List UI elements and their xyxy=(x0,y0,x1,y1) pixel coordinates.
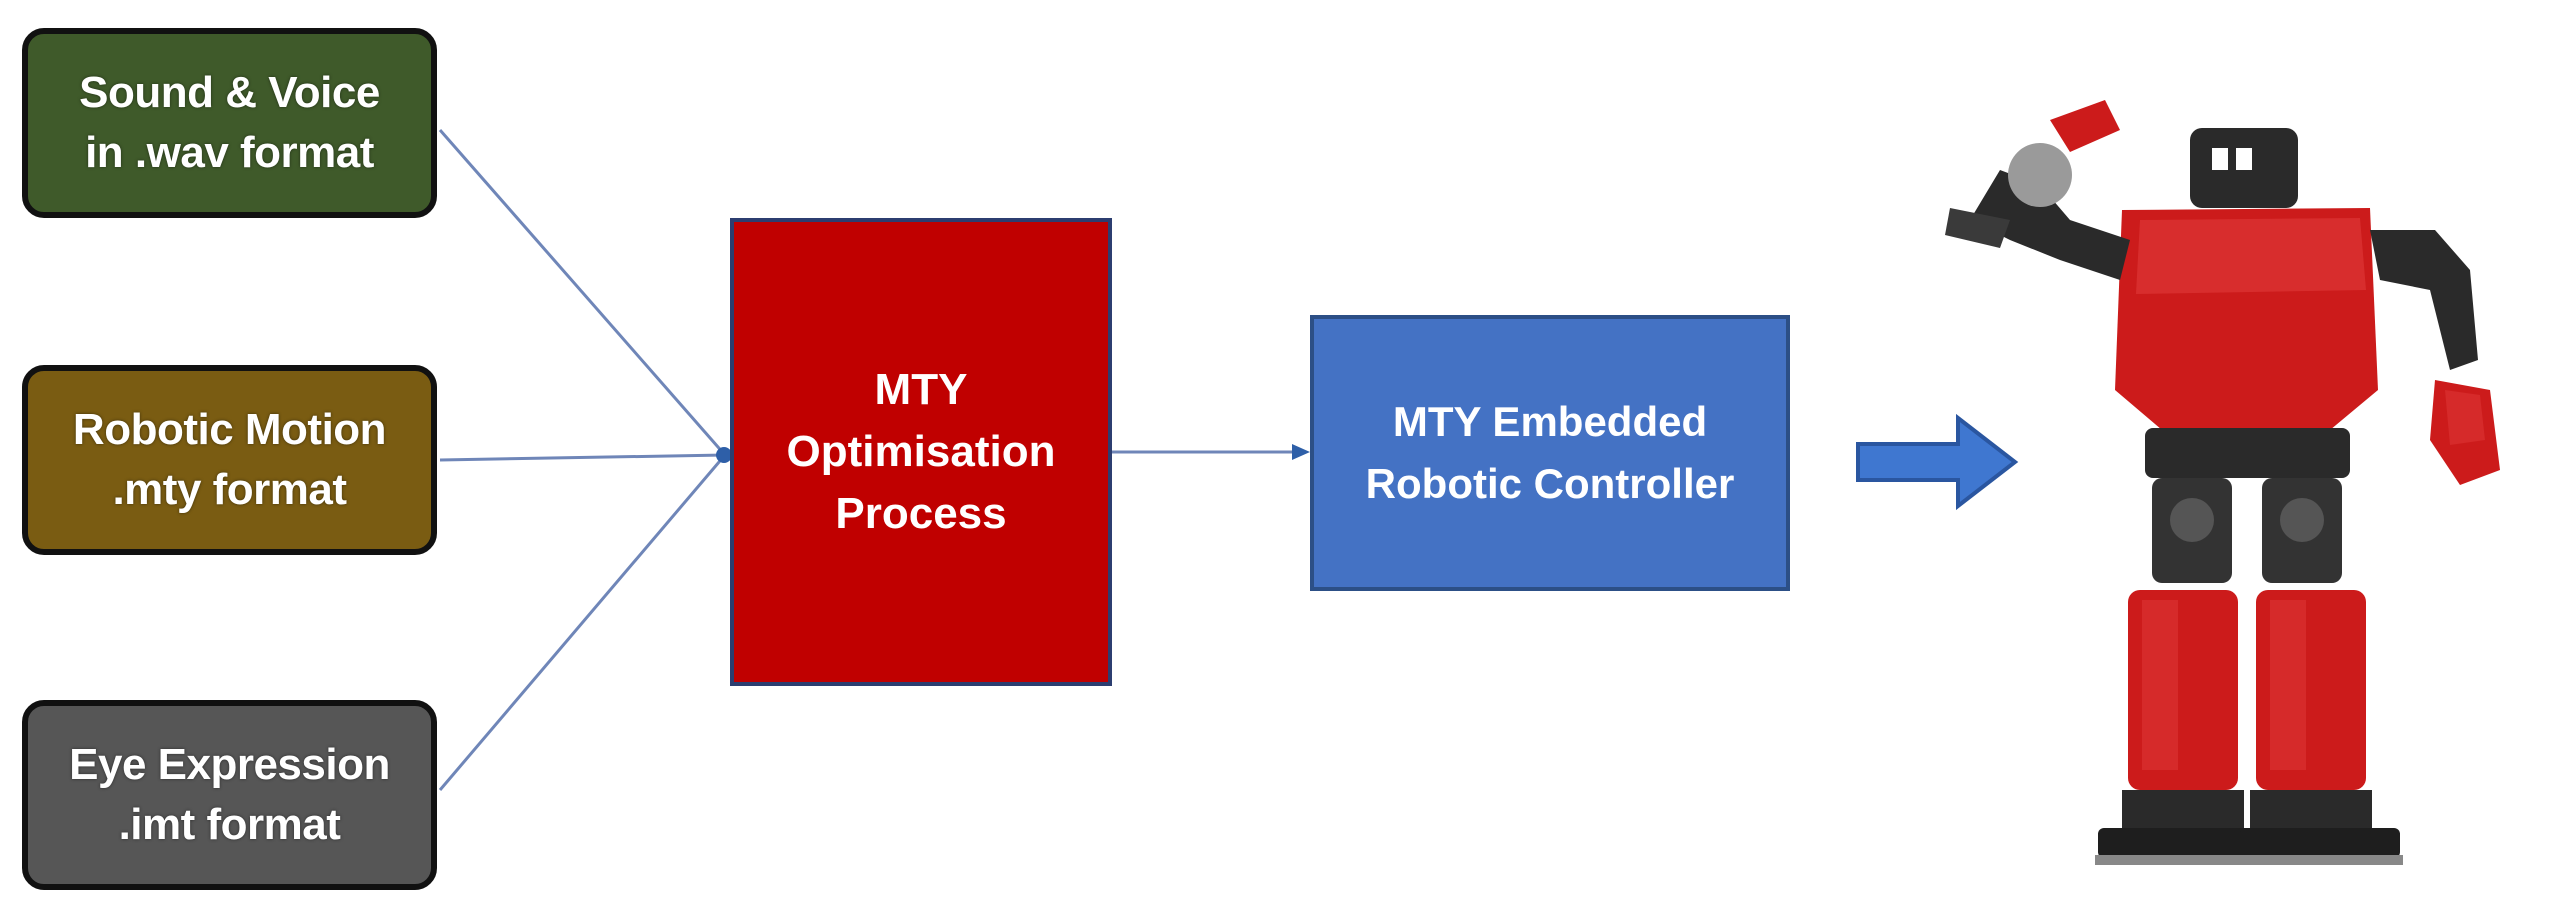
input-box-sound: Sound & Voice in .wav format xyxy=(22,28,437,218)
input-label-line1: Sound & Voice xyxy=(79,68,380,117)
connector-arrowhead xyxy=(1292,444,1310,460)
robot-image xyxy=(1890,90,2550,900)
input-label-line1: Eye Expression xyxy=(69,740,390,789)
output-arrow-icon xyxy=(1856,413,2019,511)
controller-label-line1: MTY Embedded xyxy=(1392,398,1708,445)
process-label-line1: MTY xyxy=(874,365,968,414)
process-label-line2: Optimisation xyxy=(786,427,1056,476)
input-box-eye: Eye Expression .imt format xyxy=(22,700,437,890)
humanoid-robot-icon xyxy=(1945,100,2500,865)
connector-motion-to-process xyxy=(439,453,726,462)
input-label-line2: .mty format xyxy=(112,465,347,514)
input-label-line2: .imt format xyxy=(118,800,341,849)
input-box-motion: Robotic Motion .mty format xyxy=(22,365,437,555)
controller-box: MTY Embedded Robotic Controller xyxy=(1310,315,1790,591)
process-box: MTY Optimisation Process xyxy=(730,218,1112,686)
controller-label-line2: Robotic Controller xyxy=(1365,460,1735,507)
input-label-line2: in .wav format xyxy=(85,128,374,177)
connector-junction-dot xyxy=(716,447,732,463)
connector-sound-to-process xyxy=(438,129,727,456)
input-label-line1: Robotic Motion xyxy=(72,405,387,454)
process-label-line3: Process xyxy=(835,489,1007,538)
connector-eye-to-process xyxy=(438,454,727,791)
